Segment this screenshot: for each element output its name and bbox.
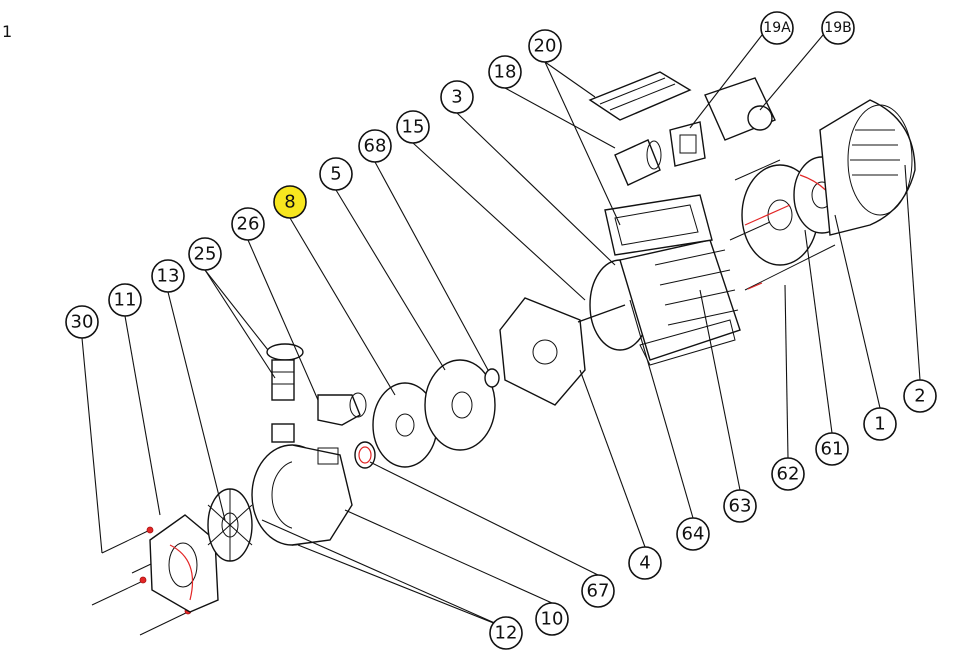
capacitor-18: [614, 139, 662, 186]
callout-3: 3: [440, 80, 474, 114]
callout-15: 15: [396, 110, 430, 144]
callout-8-text: 8: [284, 192, 295, 213]
callout-4-text: 4: [639, 553, 650, 574]
callout-1: 1: [863, 407, 897, 441]
terminal-box-3: [604, 194, 713, 256]
callout-61: 61: [815, 432, 849, 466]
callout-19a: 19A: [760, 11, 794, 45]
callout-26: 26: [231, 207, 265, 241]
callout-63-text: 63: [729, 496, 752, 517]
callout-62: 62: [771, 457, 805, 491]
impeller-13: [207, 488, 253, 562]
motor-body-63: [577, 239, 741, 366]
callout-5-text: 5: [330, 164, 341, 185]
pump-cover-11: [149, 514, 219, 613]
callout-5: 5: [319, 157, 353, 191]
seal-67: [354, 441, 376, 469]
callout-19b-text: 19B: [824, 20, 851, 36]
callout-68: 68: [358, 129, 392, 163]
fan-cover-2: [819, 99, 916, 236]
callout-4: 4: [628, 546, 662, 580]
callout-13: 13: [151, 259, 185, 293]
callout-2-text: 2: [914, 386, 925, 407]
callout-19a-text: 19A: [763, 20, 791, 36]
seal-68: [484, 368, 500, 388]
tie-rods-62: [729, 159, 836, 291]
terminal-cover-20: [588, 71, 692, 121]
callout-10: 10: [535, 602, 569, 636]
callout-67-text: 67: [587, 581, 610, 602]
callout-18: 18: [488, 55, 522, 89]
disc-5: [424, 359, 496, 451]
callout-2: 2: [903, 379, 937, 413]
callout-20: 20: [528, 29, 562, 63]
callout-61-text: 61: [821, 439, 844, 460]
callout-11: 11: [108, 283, 142, 317]
callout-8: 8: [273, 185, 307, 219]
callout-20-text: 20: [534, 36, 557, 57]
bracket-4: [499, 297, 586, 406]
corner-mark: 1: [2, 22, 13, 41]
callout-25: 25: [188, 237, 222, 271]
callout-1-text: 1: [874, 414, 885, 435]
fittings-25: [266, 343, 304, 401]
callout-62-text: 62: [777, 464, 800, 485]
callout-25-text: 25: [194, 244, 217, 265]
callout-64-text: 64: [682, 524, 705, 545]
callout-30-text: 30: [71, 312, 94, 333]
callout-11-text: 11: [114, 290, 137, 311]
selector-19b: [704, 77, 776, 141]
pump-body-10: [251, 423, 353, 546]
callout-13-text: 13: [157, 266, 180, 287]
callout-26-text: 26: [237, 214, 260, 235]
callout-15-text: 15: [402, 117, 425, 138]
callout-12: 12: [489, 616, 523, 650]
callout-12-text: 12: [495, 623, 518, 644]
callout-67: 67: [581, 574, 615, 608]
callout-30: 30: [65, 305, 99, 339]
leader-lines: [81, 34, 921, 629]
switch-19a: [669, 121, 706, 167]
callout-10-text: 10: [541, 609, 564, 630]
callout-63: 63: [723, 489, 757, 523]
callout-64: 64: [676, 517, 710, 551]
callout-18-text: 18: [494, 62, 517, 83]
callout-19b: 19B: [821, 11, 855, 45]
callout-68-text: 68: [364, 136, 387, 157]
callout-3-text: 3: [451, 87, 462, 108]
elbow-26: [317, 392, 367, 426]
